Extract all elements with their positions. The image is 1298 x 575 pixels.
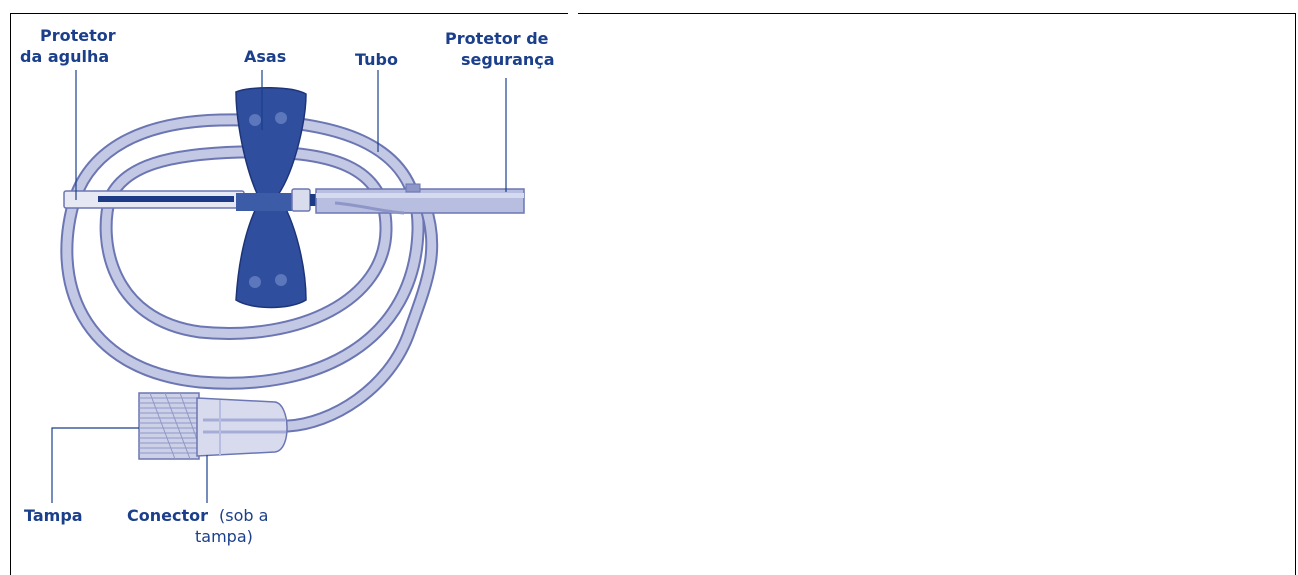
frame-top-gap bbox=[568, 12, 578, 15]
label-cap: Tampa bbox=[24, 506, 83, 525]
frame-right-border bbox=[1295, 13, 1296, 575]
frame-left-border bbox=[10, 13, 11, 575]
label-connector-rest-line2: tampa) bbox=[195, 527, 253, 546]
frame-top-border bbox=[10, 13, 1296, 14]
wings bbox=[235, 86, 307, 309]
label-wings: Asas bbox=[244, 47, 286, 66]
needle-protector bbox=[63, 190, 245, 209]
safety-protector bbox=[315, 183, 525, 215]
label-safety-protector-line2: segurança bbox=[461, 50, 555, 69]
connector bbox=[196, 397, 288, 457]
label-tube: Tubo bbox=[355, 50, 398, 69]
label-needle-protector-line2: da agulha bbox=[20, 47, 109, 66]
needle-hub bbox=[291, 188, 311, 212]
tubing bbox=[60, 113, 439, 433]
label-connector-bold: Conector bbox=[127, 506, 208, 525]
label-connector-rest-line1: (sob a bbox=[219, 506, 268, 525]
label-needle-protector-line1: Protetor bbox=[40, 26, 116, 45]
label-safety-protector-line1: Protetor de bbox=[445, 29, 549, 48]
leader-lines bbox=[51, 70, 507, 503]
needle-stub bbox=[310, 194, 320, 206]
cap bbox=[138, 392, 200, 460]
